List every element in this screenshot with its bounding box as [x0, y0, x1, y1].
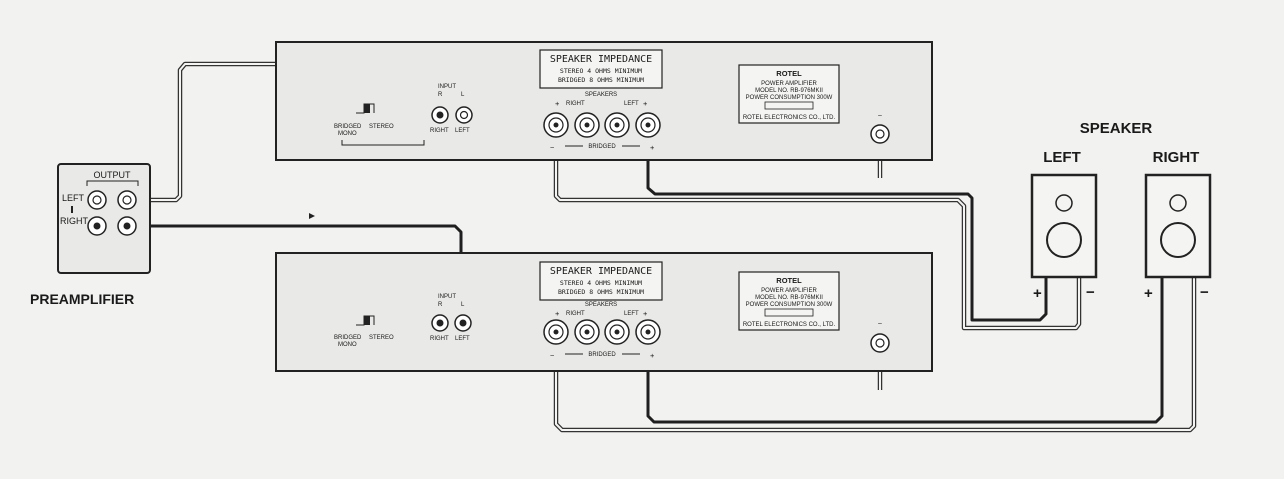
- speaker-left-minus: −: [1086, 284, 1095, 301]
- input-left-text: LEFT: [455, 128, 470, 134]
- speaker-right-plus: +: [1144, 285, 1153, 302]
- mono-label: MONO: [338, 131, 357, 137]
- ac-symbol: ~: [878, 319, 883, 328]
- tweeter-icon: [1169, 194, 1187, 212]
- terminal-3[interactable]: [604, 112, 630, 138]
- input-right-text: RIGHT: [430, 128, 449, 134]
- bridged-bar-label: BRIDGED: [588, 352, 616, 358]
- speakers-label: SPEAKERS: [585, 92, 617, 98]
- plate-line2: MODEL NO. RB-976MKII: [755, 88, 823, 94]
- ac-symbol: ~: [878, 111, 883, 120]
- amplifier-bottom: BRIDGED MONO STEREO INPUT R L RIGHT LEFT…: [275, 252, 933, 372]
- terminal-plus-2: +: [643, 309, 648, 318]
- amplifier-top: BRIDGED MONO STEREO INPUT R L RIGHT LEFT…: [275, 41, 933, 161]
- terminal-4[interactable]: [635, 319, 661, 345]
- woofer-icon: [1046, 222, 1082, 258]
- preamp-left-label: LEFT: [62, 193, 85, 203]
- plate-maker: ROTEL ELECTRONICS CO., LTD.: [743, 115, 836, 121]
- brand-label: ROTEL: [776, 276, 802, 285]
- impedance-stereo: STEREO 4 OHMS MINIMUM: [560, 279, 642, 287]
- speaker-left: [1030, 173, 1098, 279]
- speaker-right-minus: −: [1200, 284, 1209, 301]
- mode-switch-icon[interactable]: [356, 103, 375, 114]
- bridged-minus: −: [550, 143, 555, 152]
- speaker-right: [1144, 173, 1212, 279]
- ac-inlet[interactable]: [870, 333, 890, 353]
- cable-bottom-amp-minus-to-right-speaker: [553, 276, 1197, 433]
- terminal-1[interactable]: [543, 319, 569, 345]
- arrow-mark: [309, 213, 315, 219]
- terminal-3[interactable]: [604, 319, 630, 345]
- preamp-right-label: RIGHT: [60, 216, 89, 226]
- speaker-left-label: LEFT: [1043, 149, 1081, 166]
- impedance-bridged: BRIDGED 8 OHMS MINIMUM: [558, 288, 644, 296]
- terminal-right-label: RIGHT: [566, 311, 585, 317]
- input-right-jack[interactable]: [431, 314, 449, 332]
- brand-label: ROTEL: [776, 69, 802, 78]
- terminal-left-label: LEFT: [624, 311, 639, 317]
- input-l-label: L: [461, 302, 465, 308]
- ac-inlet[interactable]: [870, 124, 890, 144]
- input-left-jack[interactable]: [455, 106, 473, 124]
- input-left-text: LEFT: [455, 336, 470, 342]
- input-right-text: RIGHT: [430, 336, 449, 342]
- input-r-label: R: [438, 302, 443, 308]
- terminal-left-label: LEFT: [624, 101, 639, 107]
- impedance-title: SPEAKER IMPEDANCE: [550, 54, 652, 65]
- preamplifier-label: PREAMPLIFIER: [30, 291, 134, 307]
- terminal-1[interactable]: [543, 112, 569, 138]
- terminal-plus-1: +: [555, 309, 560, 318]
- input-label: INPUT: [438, 84, 456, 90]
- terminal-right-label: RIGHT: [566, 101, 585, 107]
- terminal-plus-1: +: [555, 99, 560, 108]
- bridged-bar-label: BRIDGED: [588, 144, 616, 150]
- bridged-plus: +: [650, 143, 655, 152]
- plate-line3: POWER CONSUMPTION 300W: [746, 302, 833, 308]
- cable-top-amp-minus-to-left-speaker: [553, 125, 1082, 331]
- mode-switch-icon[interactable]: [356, 315, 375, 326]
- impedance-stereo: STEREO 4 OHMS MINIMUM: [560, 67, 642, 75]
- cable-bottom-amp-plus-to-right-speaker: [646, 276, 1164, 424]
- terminal-2[interactable]: [574, 112, 600, 138]
- preamp-right-jack-1[interactable]: [87, 216, 107, 236]
- preamp-left-jack-1[interactable]: [87, 190, 107, 210]
- input-label: INPUT: [438, 294, 456, 300]
- stereo-label: STEREO: [369, 335, 394, 341]
- preamp-right-jack-2[interactable]: [117, 216, 137, 236]
- plate-line2: MODEL NO. RB-976MKII: [755, 295, 823, 301]
- terminal-2[interactable]: [574, 319, 600, 345]
- input-l-label: L: [461, 92, 465, 98]
- plate-maker: ROTEL ELECTRONICS CO., LTD.: [743, 322, 836, 328]
- speakers: SPEAKER LEFT RIGHT + − + −: [1030, 120, 1212, 302]
- bridged-label: BRIDGED: [334, 335, 362, 341]
- tweeter-icon: [1055, 194, 1073, 212]
- terminal-4[interactable]: [635, 112, 661, 138]
- speaker-left-plus: +: [1033, 285, 1042, 302]
- preamplifier: OUTPUT LEFT RIGHT PREAMPLIFIER: [30, 163, 151, 307]
- speakers-label: SPEAKERS: [585, 302, 617, 308]
- plate-line1: POWER AMPLIFIER: [761, 288, 817, 294]
- preamp-left-jack-2[interactable]: [117, 190, 137, 210]
- terminal-plus-2: +: [643, 99, 648, 108]
- input-left-jack[interactable]: [454, 314, 472, 332]
- mono-label: MONO: [338, 342, 357, 348]
- impedance-bridged: BRIDGED 8 OHMS MINIMUM: [558, 76, 644, 84]
- preamp-output-label: OUTPUT: [94, 170, 132, 180]
- input-r-label: R: [438, 92, 443, 98]
- plate-line1: POWER AMPLIFIER: [761, 81, 817, 87]
- bridged-plus: +: [650, 351, 655, 360]
- cable-top-amp-plus-to-left-speaker: [646, 125, 1048, 322]
- woofer-icon: [1160, 222, 1196, 258]
- speaker-title: SPEAKER: [1080, 120, 1153, 137]
- bridged-minus: −: [550, 351, 555, 360]
- plate-line3: POWER CONSUMPTION 300W: [746, 95, 833, 101]
- bridged-label: BRIDGED: [334, 124, 362, 130]
- stereo-label: STEREO: [369, 124, 394, 130]
- input-right-jack[interactable]: [431, 106, 449, 124]
- speaker-right-label: RIGHT: [1153, 149, 1200, 166]
- impedance-title: SPEAKER IMPEDANCE: [550, 266, 652, 277]
